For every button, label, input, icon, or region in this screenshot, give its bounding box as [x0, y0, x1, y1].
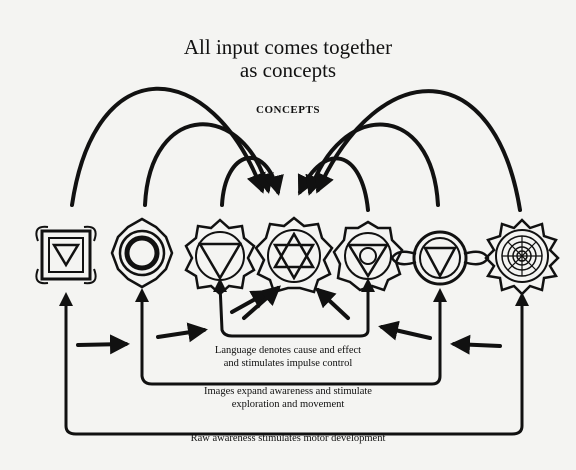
up-arrow-root [59, 292, 73, 306]
caption-images-line-2: exploration and movement [168, 398, 408, 411]
up-arrow-sacral [135, 288, 149, 302]
throat-chakra-icon [334, 222, 402, 290]
concepts-label: CONCEPTS [238, 104, 338, 116]
loop-middle [142, 295, 440, 384]
caption-images: Images expand awareness and stimulate ex… [168, 385, 408, 411]
third-eye-chakra-icon [392, 232, 488, 284]
root-chakra-icon [36, 227, 95, 283]
caption-language-line-1: Language denotes cause and effect [168, 344, 408, 357]
caption-language: Language denotes cause and effect and st… [168, 344, 408, 370]
title-line-2: as concepts [128, 59, 448, 82]
loop-inner [220, 285, 368, 336]
arrow-throat-to-heart [318, 290, 348, 318]
arc-inner-right [300, 158, 368, 210]
sacral-chakra-icon [112, 219, 172, 287]
arrow-crown-to-thirdeye [454, 344, 500, 346]
diagram-title: All input comes together as concepts [128, 36, 448, 82]
arrow-sacral-to-solar [158, 330, 204, 337]
arc-outer-right [318, 91, 520, 210]
arrow-root-to-sacral [78, 344, 126, 345]
arrow-thirdeye-to-throat [382, 327, 430, 338]
title-line-1: All input comes together [128, 36, 448, 59]
up-arrow-third-eye [433, 288, 447, 302]
arc-outer-left [72, 89, 262, 205]
caption-images-line-1: Images expand awareness and stimulate [168, 385, 408, 398]
caption-raw-awareness: Raw awareness stimulates motor developme… [120, 432, 456, 445]
caption-language-line-2: and stimulates impulse control [168, 357, 408, 370]
crown-chakra-icon [486, 220, 558, 294]
heart-chakra-icon [256, 218, 332, 292]
